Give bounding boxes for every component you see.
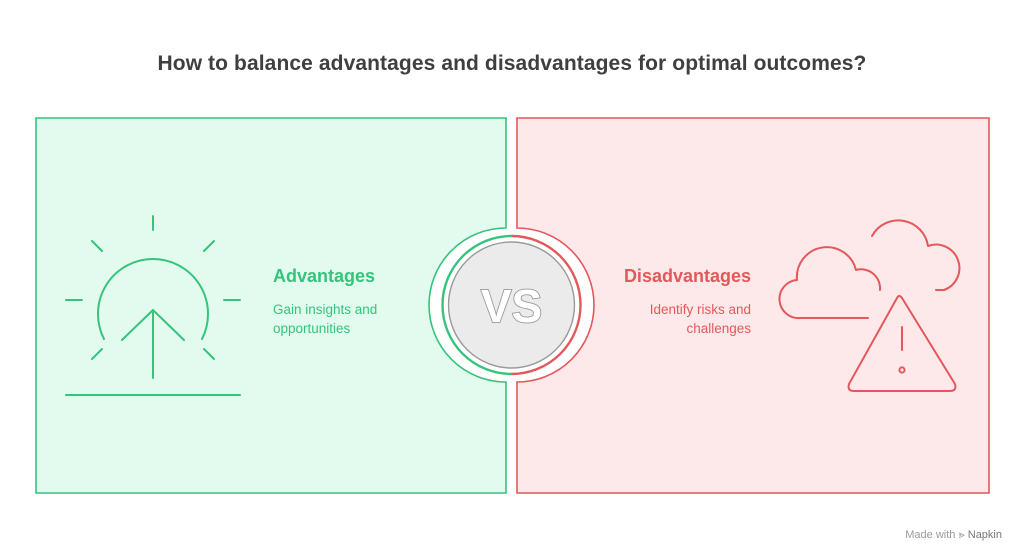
made-with-label: Made with: [905, 529, 956, 541]
advantages-panel: [35, 117, 507, 494]
disadvantages-panel: [516, 117, 990, 494]
cloud-warning-icon: [778, 219, 961, 392]
vs-badge: VS: [441, 234, 582, 376]
napkin-logo-icon: ⪢: [958, 529, 965, 541]
advantages-heading: Advantages: [273, 266, 376, 286]
sunrise-arrow-icon: [65, 215, 241, 396]
made-with-footer[interactable]: Made with ⪢ Napkin: [905, 529, 1002, 542]
napkin-brand: Napkin: [967, 529, 1002, 541]
page-title: How to balance advantages and disadvanta…: [157, 52, 867, 75]
advantages-description: Gain insights and opportunities: [273, 302, 378, 336]
disadvantages-heading: Disadvantages: [623, 266, 751, 286]
disadvantages-description: Identify risks and challenges: [649, 302, 751, 336]
vs-label: VS: [481, 280, 542, 332]
